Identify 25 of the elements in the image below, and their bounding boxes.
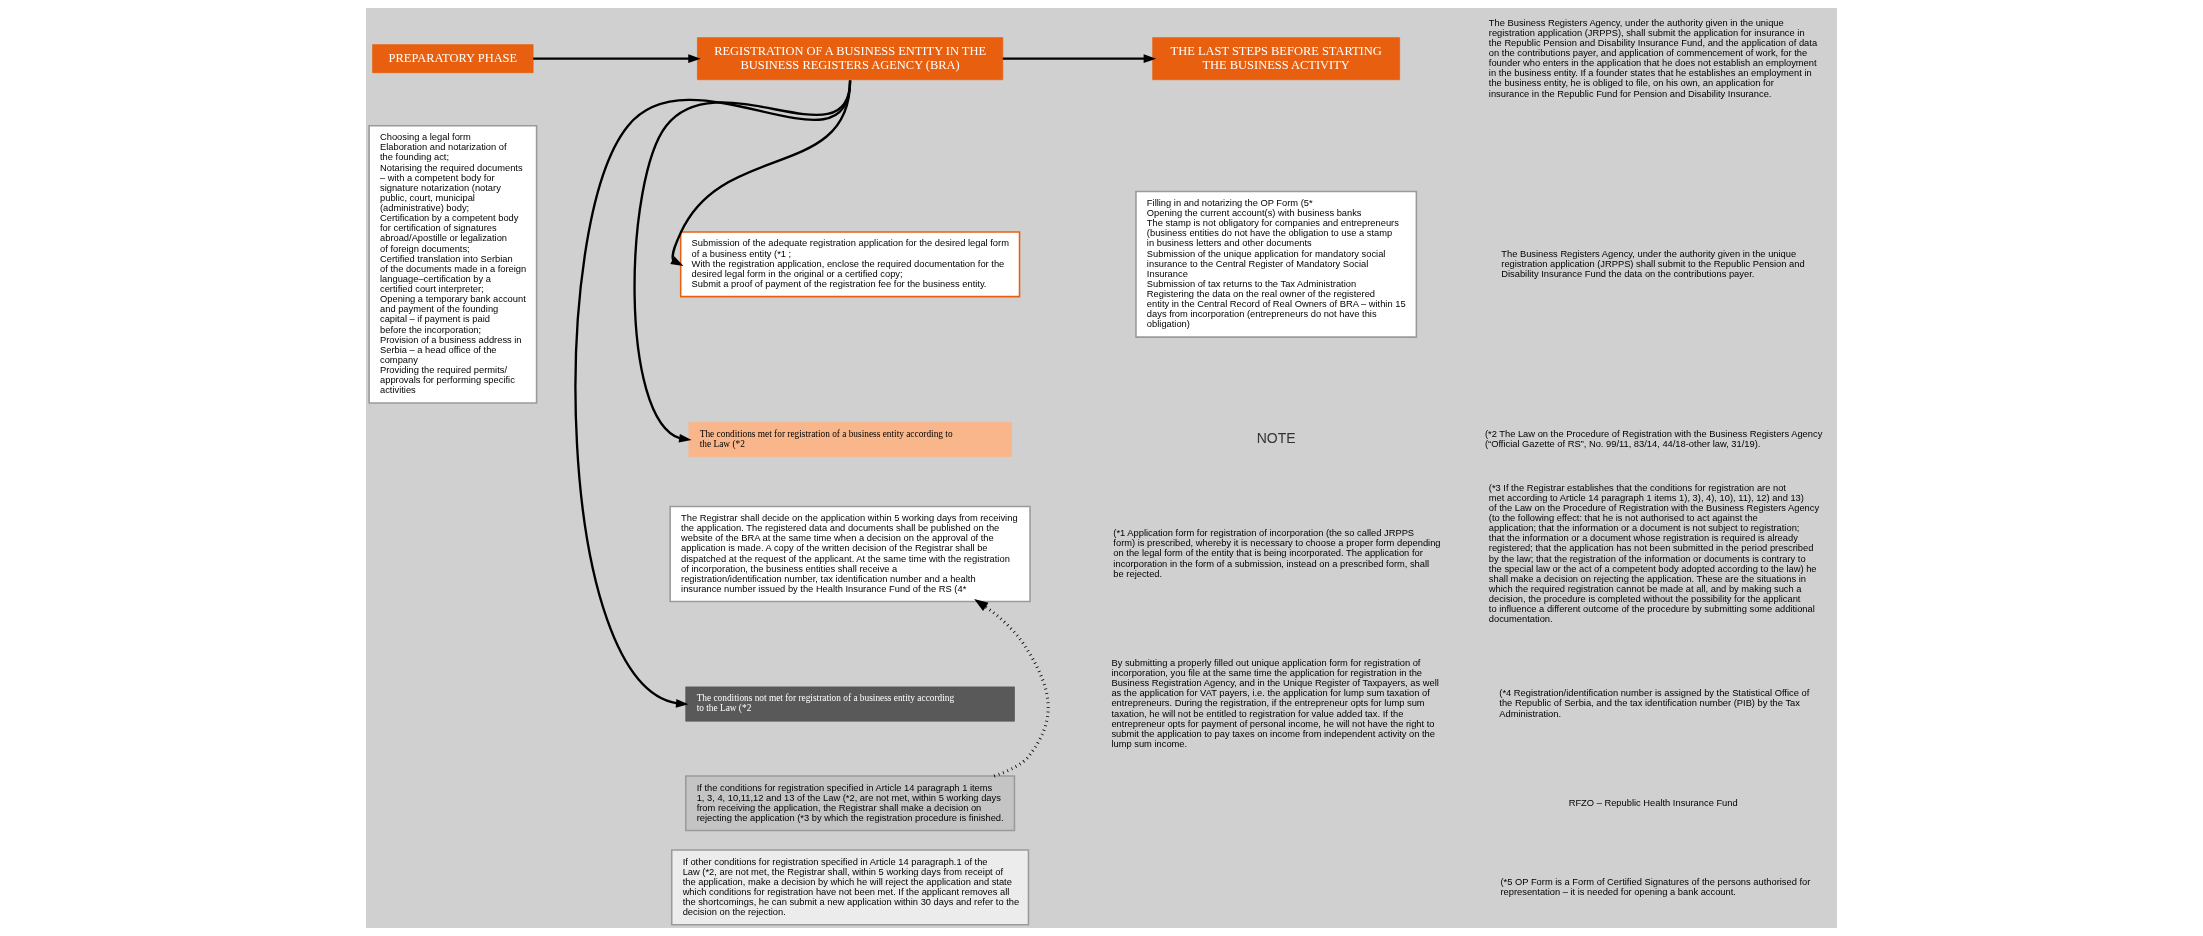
node-box: If the conditions for registration specified in Article 14 paragraph 1 items 1, 3, 4, 10,11,12 and 13 of the Law (*2, are not met, within 5 working days from receiving the application, the Registrar shall make a decision on rejecting the application (*3 by which the registration procedure is finished. xyxy=(684,775,1016,832)
node-box: Filling in and notarizing the OP Form (5* Opening the current account(s) with business banks The stamp is not obligatory for companies and entrepreneurs (business entities do not have the obligation to use a stamp in business letters and other documents Submission of the unique application for mandatory social insurance to the Central Register of Mandatory Social Insurance Submission of tax returns to the Tax Administration Registering the data on the real owner of the registered entity in the Central Record of Real Owners of BRA – within 15 days from incorporation (entrepreneurs do not have this obligation) xyxy=(1135,190,1418,338)
label: The Business Registers Agency, under the authority given in the unique registration application (JRPPS) shall submit to the Republic Pension and Disability Insurance Fund the data on the contributions payer. xyxy=(1501,248,1805,279)
node-box: THE LAST STEPS BEFORE STARTING THE BUSINESS ACTIVITY xyxy=(1152,37,1401,81)
arrow xyxy=(1002,54,1157,64)
arrow xyxy=(974,599,1050,778)
node-box: Submission of the adequate registration application for the desired legal form of a business entity (*1 ; With the registration application, enclose the required documentation for the desired legal form in the original or a certified copy; Submit a proof of payment of the registration fee for the business entity. xyxy=(679,231,1021,298)
label: (*5 OP Form is a Form of Certified Signatures of the persons authorised for representation – it is needed for opening a bank account. xyxy=(1500,876,1811,897)
node-box: REGISTRATION OF A BUSINESS ENTITY IN THE BUSINESS REGISTERS AGENCY (BRA) xyxy=(697,37,1004,81)
arrow xyxy=(574,80,852,708)
label: The Business Registers Agency, under the authority given in the unique registration application (JRPPS), shall submit the application for insurance in the Republic Pension and Disability Insurance Fund, and the application of data on the contributions payer, and application of commencement of work, for the founder who enters in the application that he does not establish an employment in the business entity. If a founder states that he establishes an employment in the business entity, he is obliged to file, on his own, an application for insurance in the Republic Fund for Pension and Disability Insurance. xyxy=(1488,17,1818,99)
node-box: The conditions not met for registration of a business entity according to the Law (*2 xyxy=(685,686,1015,722)
label: (*1 Application form for registration of incorporation (the so called JRPPS form) is prescribed, whereby it is necessary to choose a proper form depending on the legal form of the entity that is being incorporated. The application for incorporation in the form of a submission, instead on a prescribed form, shall be rejected. xyxy=(1113,528,1441,579)
label: (*2 The Law on the Procedure of Registration with the Business Registers Agency (“Official Gazette of RS”, No. 99/11, 83/14, 44/18-other law, 31/19). xyxy=(1484,428,1823,450)
label: NOTE xyxy=(1256,430,1296,446)
node-box: The conditions met for registration of a business entity according to the Law (*2 xyxy=(688,422,1012,458)
arrow xyxy=(533,54,701,64)
node-box: PREPARATORY PHASE xyxy=(372,44,534,74)
label: By submitting a properly filled out unique application form for registration of incorporation, you file at the same time the application for registration in the Business Registration Agency, and in the Unique Register of Taxpayers, as well as the application for VAT payers, i.e. the application for lump sum taxation of entrepreneurs. During the registration, if the entrepreneur opts for lump sum taxation, he will not be entitled to registration for value added tax. If the entrepreneur opts for payment of personal income, he will not have the right to submit the application to pay taxes on income from independent activity on the lump sum income. xyxy=(1111,657,1439,749)
node-box: Choosing a legal form Elaboration and notarization of the founding act; Notarising the required documents – with a competent body for signature notarization (notary public, court, municipal (administrative) body; Certification by a competent body for certification of signatures abroad/Apostille or legalization of foreign documents; Certified translation into Serbian of the documents made in a foreign language–certification by a certified court interpreter; Opening a temporary bank account and payment of the founding capital – if payment is paid before the incorporation; Provision of a business address in Serbia – a head office of the company Providing the required permits/ approvals for performing specific activities xyxy=(368,124,538,404)
label: RFZO – Republic Health Insurance Fund xyxy=(1568,797,1738,808)
node-box: The Registrar shall decide on the application within 5 working days from receiving the application. The registered data and documents shall be published on the website of the BRA at the same time when a decision on the approval of the application is made. A copy of the written decision of the Registrar shall be dispatched at the request of the applicant. At the same time with the registration of incorporation, the business entities shall receive a registration/identification number, tax identification number and a health insurance number issued by the Health Insurance Fund of the RS (4* xyxy=(669,505,1031,603)
node-box: If other conditions for registration specified in Article 14 paragraph.1 of the Law (*2, are not met, the Registrar shall, within 5 working days from receipt of the application, make a decision by which he will reject the application and state which conditions for registration have not been met. If the applicant removes all the shortcomings, he can submit a new application within 30 days and refer to the decision on the rejection. xyxy=(670,849,1030,926)
label: (*4 Registration/identification number is assigned by the Statistical Office of the Republic of Serbia, and the tax identification number (PIB) by the Tax Administration. xyxy=(1499,688,1810,719)
label: (*3 If the Registrar establishes that the conditions for registration are not met according to Article 14 paragraph 1 items 1), 3), 4), 10), 11), 12) and 13) of the Law on the Procedure of Registration with the Business Registers Agency (to the following effect: that he is not authorised to act against the application; that the information or a document is not subject to registration; that the information or a document whose registration is required is already registered; that the application has not been submitted in the period prescribed by the law; that the registration of the information or documents is contrary to the special law or the act of a competent body adopted according to the law) he shall make a decision on rejecting the application. These are the situations in which the required registration cannot be made at all, and by making such a decision, the procedure is completed without the possibility for the applicant to influence a different outcome of the procedure by submitting some additional documentation. xyxy=(1488,482,1820,625)
